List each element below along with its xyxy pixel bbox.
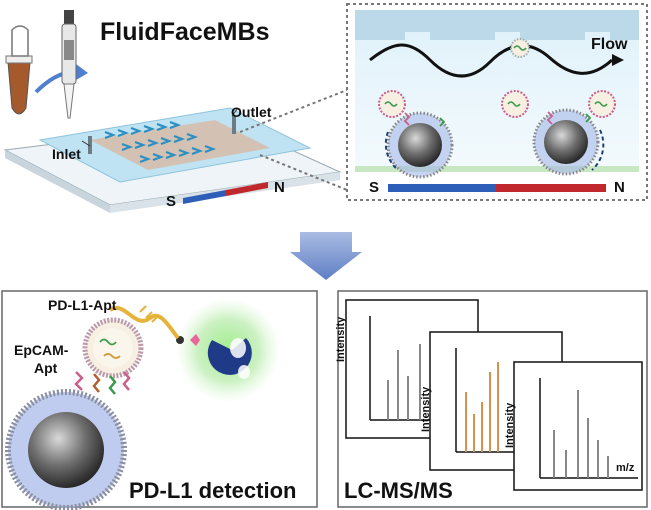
flow-label: Flow: [591, 36, 628, 53]
pd-l1-aptamer-icon: [108, 306, 180, 340]
zoom-connector: [259, 154, 348, 191]
captured-bead-left: [378, 90, 454, 179]
pd-l1-apt-label: PD-L1-Apt: [48, 297, 117, 313]
pd-l1-detection-caption: PD-L1 detection: [129, 478, 297, 503]
ylabel-card-3: Intensity: [504, 402, 516, 448]
chip-magnet-south: [183, 190, 226, 204]
zoom-magnet-s-label: S: [369, 179, 380, 196]
ylabel-card-1: Intensity: [335, 316, 347, 362]
ylabel-card-2: Intensity: [420, 386, 432, 432]
process-down-arrow: [290, 232, 362, 280]
epcam-aptamer-icon: [74, 371, 131, 395]
exosome-vesicle-icon: [82, 317, 144, 379]
zoom-magnet-north: [496, 184, 606, 192]
captured-bead-right: [501, 90, 616, 176]
flow-wave-arrow: [369, 43, 614, 78]
chip-magnet-north: [226, 182, 268, 196]
zoom-connector: [239, 89, 348, 133]
sample-tube-icon: [5, 25, 33, 115]
magnetic-bead-icon: [5, 389, 127, 510]
outlet-label: Outlet: [231, 104, 272, 120]
xlabel-card-3: m/z: [616, 462, 635, 474]
zoom-magnet-south: [388, 184, 496, 192]
chip-magnet-n-label: N: [274, 179, 285, 196]
epcam-apt-label-line1: EpCAM-: [14, 342, 69, 358]
vesicle-icon: [510, 38, 530, 58]
pipette-icon: [61, 10, 77, 119]
microfluidic-chip: [3, 107, 342, 213]
chip-magnet-s-label: S: [166, 193, 177, 210]
zoom-magnet-n-label: N: [614, 179, 625, 196]
epcam-apt-label-line2: Apt: [34, 360, 58, 376]
spectrum-card-3: [513, 361, 643, 491]
figure-title: FluidFaceMBs: [100, 18, 270, 46]
fluorescent-probe-icon: [176, 334, 252, 379]
ms-caption: LC-MS/MS: [344, 478, 453, 503]
inlet-label: Inlet: [52, 146, 81, 162]
channel-ceiling: [355, 10, 639, 40]
